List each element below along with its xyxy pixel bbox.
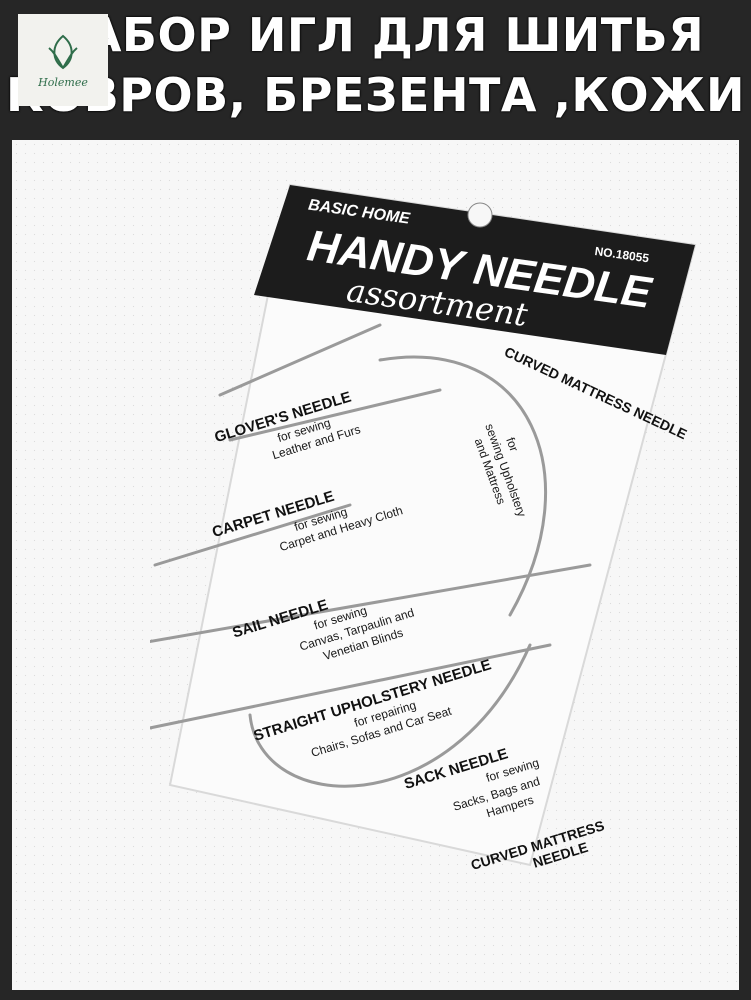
headline-line-1: НАБОР ИГЛ ДЛЯ ШИТЬЯ [46, 8, 705, 62]
title-banner: НАБОР ИГЛ ДЛЯ ШИТЬЯ КОВРОВ, БРЕЗЕНТА ,КО… [0, 0, 751, 140]
needle-use-curved-mattress: for [503, 435, 521, 453]
package-illustration: BASIC HOME HANDY NEEDLE assortment NO.18… [128, 183, 697, 873]
logo-brand-text: Holemee [38, 76, 88, 89]
sail-needle [153, 503, 352, 567]
headline-line-2: КОВРОВ, БРЕЗЕНТА ,КОЖИ [6, 68, 745, 122]
carpet-needle [228, 388, 442, 442]
curved-mattress-needle-1 [378, 355, 547, 617]
needles-group [128, 323, 592, 788]
straight-upholstery-needle [128, 563, 592, 647]
brand-logo: Holemee [18, 14, 108, 106]
leaf-logo-icon [48, 34, 78, 70]
glovers-needle [218, 323, 382, 397]
sack-needle [138, 643, 552, 732]
curved-mattress-needle-2 [248, 643, 532, 788]
needle-package-card: BASIC HOME HANDY NEEDLE assortment NO.18… [128, 175, 710, 875]
